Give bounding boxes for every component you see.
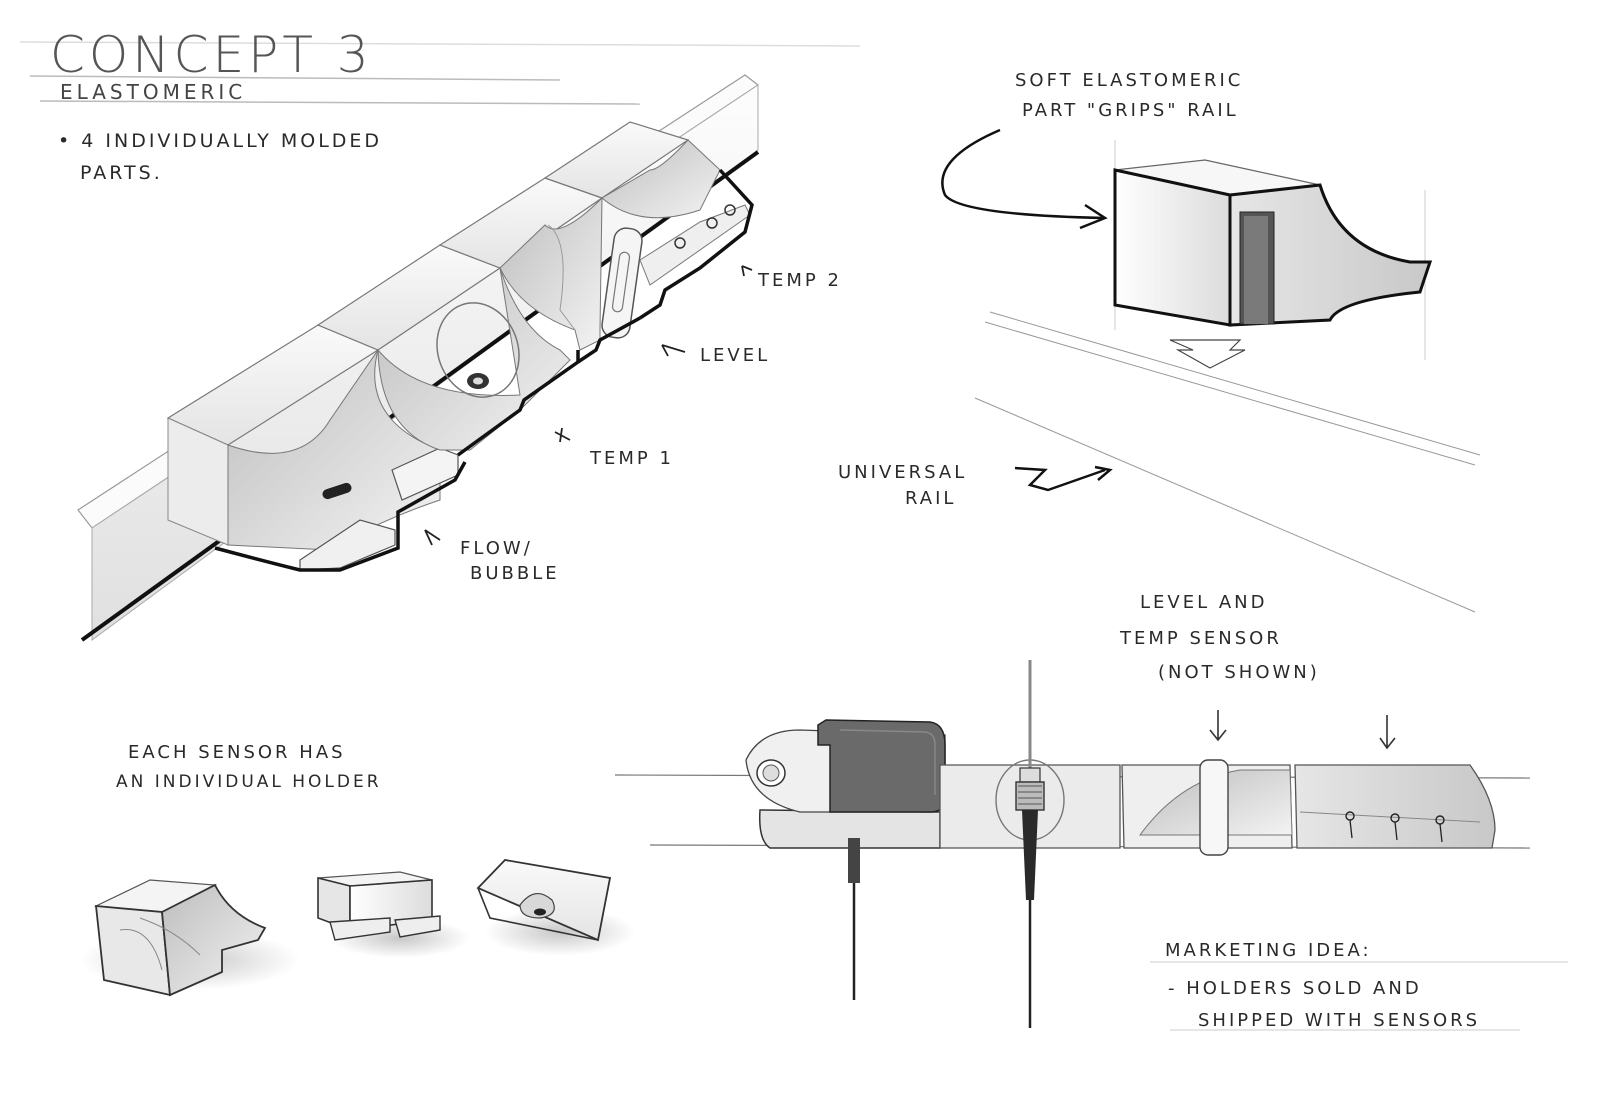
holder-temp2 [543, 121, 754, 320]
grip-note-line1: SOFT ELASTOMERIC [1015, 70, 1244, 91]
holder-piece-3 [476, 859, 612, 942]
individual-holders [80, 859, 635, 997]
callout-temp1: TEMP 1 [590, 448, 674, 469]
holder-piece-2 [317, 871, 441, 941]
marketing-heading: MARKETING IDEA: [1165, 940, 1372, 961]
temp2-holder-side [1294, 764, 1496, 849]
header-underlines [19, 41, 861, 105]
bullet-note-line1: • 4 INDIVIDUALLY MOLDED [58, 130, 383, 152]
holder-note-line1: EACH SENSOR HAS [128, 742, 346, 763]
callout-level: LEVEL [700, 345, 771, 366]
holder-note-line2: AN INDIVIDUAL HOLDER [116, 772, 382, 792]
callout-bubble: BUBBLE [470, 563, 560, 584]
callout-temp2: TEMP 2 [758, 270, 842, 291]
sensor-note-line2: TEMP SENSOR [1120, 628, 1282, 649]
sensor-rail-view [614, 660, 1568, 1031]
grip-note-line2: PART "GRIPS" RAIL [1022, 100, 1239, 121]
level-holder-side [1121, 759, 1293, 856]
bullet-note-line2: PARTS. [80, 162, 163, 184]
callout-arrows [424, 265, 753, 546]
marketing-line1: - HOLDERS SOLD AND [1168, 978, 1422, 999]
flow-sensor-assembly [745, 719, 946, 1000]
page-subtitle: ELASTOMERIC [60, 80, 247, 104]
holder-level [438, 177, 643, 364]
grip-detail-view [941, 128, 1481, 613]
marketing-line2: SHIPPED WITH SENSORS [1198, 1010, 1481, 1031]
sensor-note-line3: (NOT SHOWN) [1158, 662, 1320, 683]
sensor-note-line1: LEVEL AND [1140, 592, 1268, 613]
holder-piece-1 [93, 879, 267, 997]
temp1-probe-assembly [939, 660, 1121, 1028]
holder-flow-bubble [166, 324, 467, 572]
callout-flow: FLOW/ [460, 538, 533, 559]
holder-temp1 [316, 244, 580, 457]
rail-note-line2: RAIL [905, 488, 957, 509]
rail-note-line1: UNIVERSAL [838, 462, 968, 483]
main-isometric-assembly [77, 74, 760, 642]
sensor-down-arrows [1209, 710, 1396, 750]
page-title: CONCEPT 3 [50, 26, 373, 84]
